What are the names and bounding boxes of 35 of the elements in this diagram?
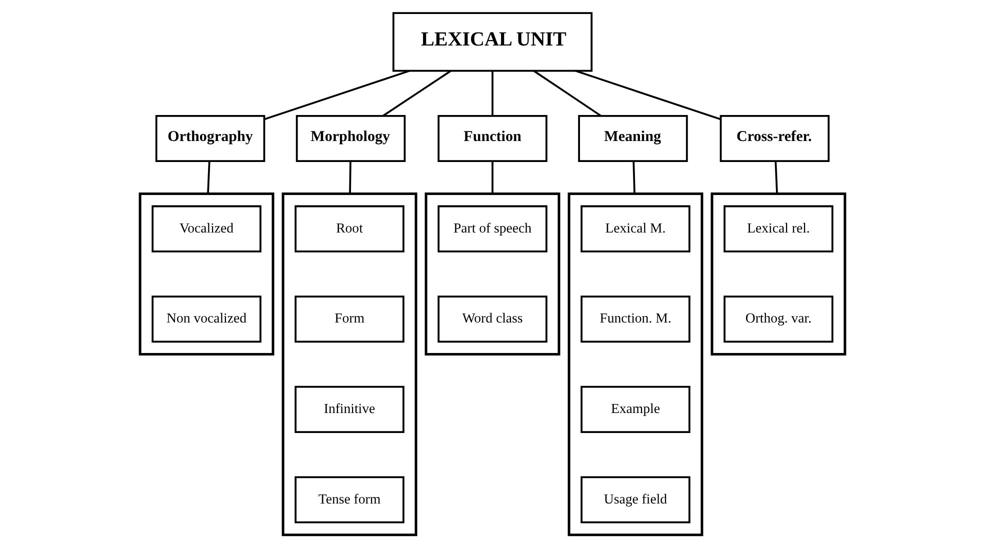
connector	[206, 161, 210, 194]
node-box: Usage field	[580, 476, 690, 524]
node-box: Part of speech	[437, 205, 547, 252]
connector	[348, 161, 351, 194]
node-box: Cross-refer.	[719, 115, 830, 162]
connector	[491, 70, 493, 116]
node-box: LEXICAL UNIT	[392, 12, 592, 72]
connector	[532, 70, 601, 116]
cluster	[424, 192, 560, 356]
node-box: Root	[294, 205, 404, 252]
connector	[632, 161, 635, 194]
node-box: Word class	[437, 296, 547, 343]
node-box: Form	[294, 296, 404, 343]
cluster	[710, 192, 846, 356]
node-box: Tense form	[294, 476, 404, 524]
connector	[382, 70, 451, 116]
node-box: Non vocalized	[151, 296, 261, 343]
node-box: Function	[437, 115, 547, 162]
node-box: Morphology	[295, 115, 406, 162]
node-box: Lexical M.	[580, 205, 690, 252]
connector	[491, 161, 493, 194]
cluster	[281, 192, 417, 536]
connector	[574, 70, 720, 120]
node-box: Infinitive	[294, 386, 404, 433]
node-box: Lexical rel.	[723, 205, 833, 252]
connector	[264, 70, 410, 120]
connector	[774, 161, 778, 194]
node-box: Meaning	[578, 115, 688, 162]
node-box: Vocalized	[151, 205, 261, 252]
node-box: Orthog. var.	[723, 296, 833, 343]
cluster	[567, 192, 703, 536]
node-box: Example	[580, 386, 690, 433]
node-box: Orthography	[154, 115, 265, 162]
node-box: Function. M.	[580, 296, 690, 343]
cluster	[138, 192, 274, 356]
